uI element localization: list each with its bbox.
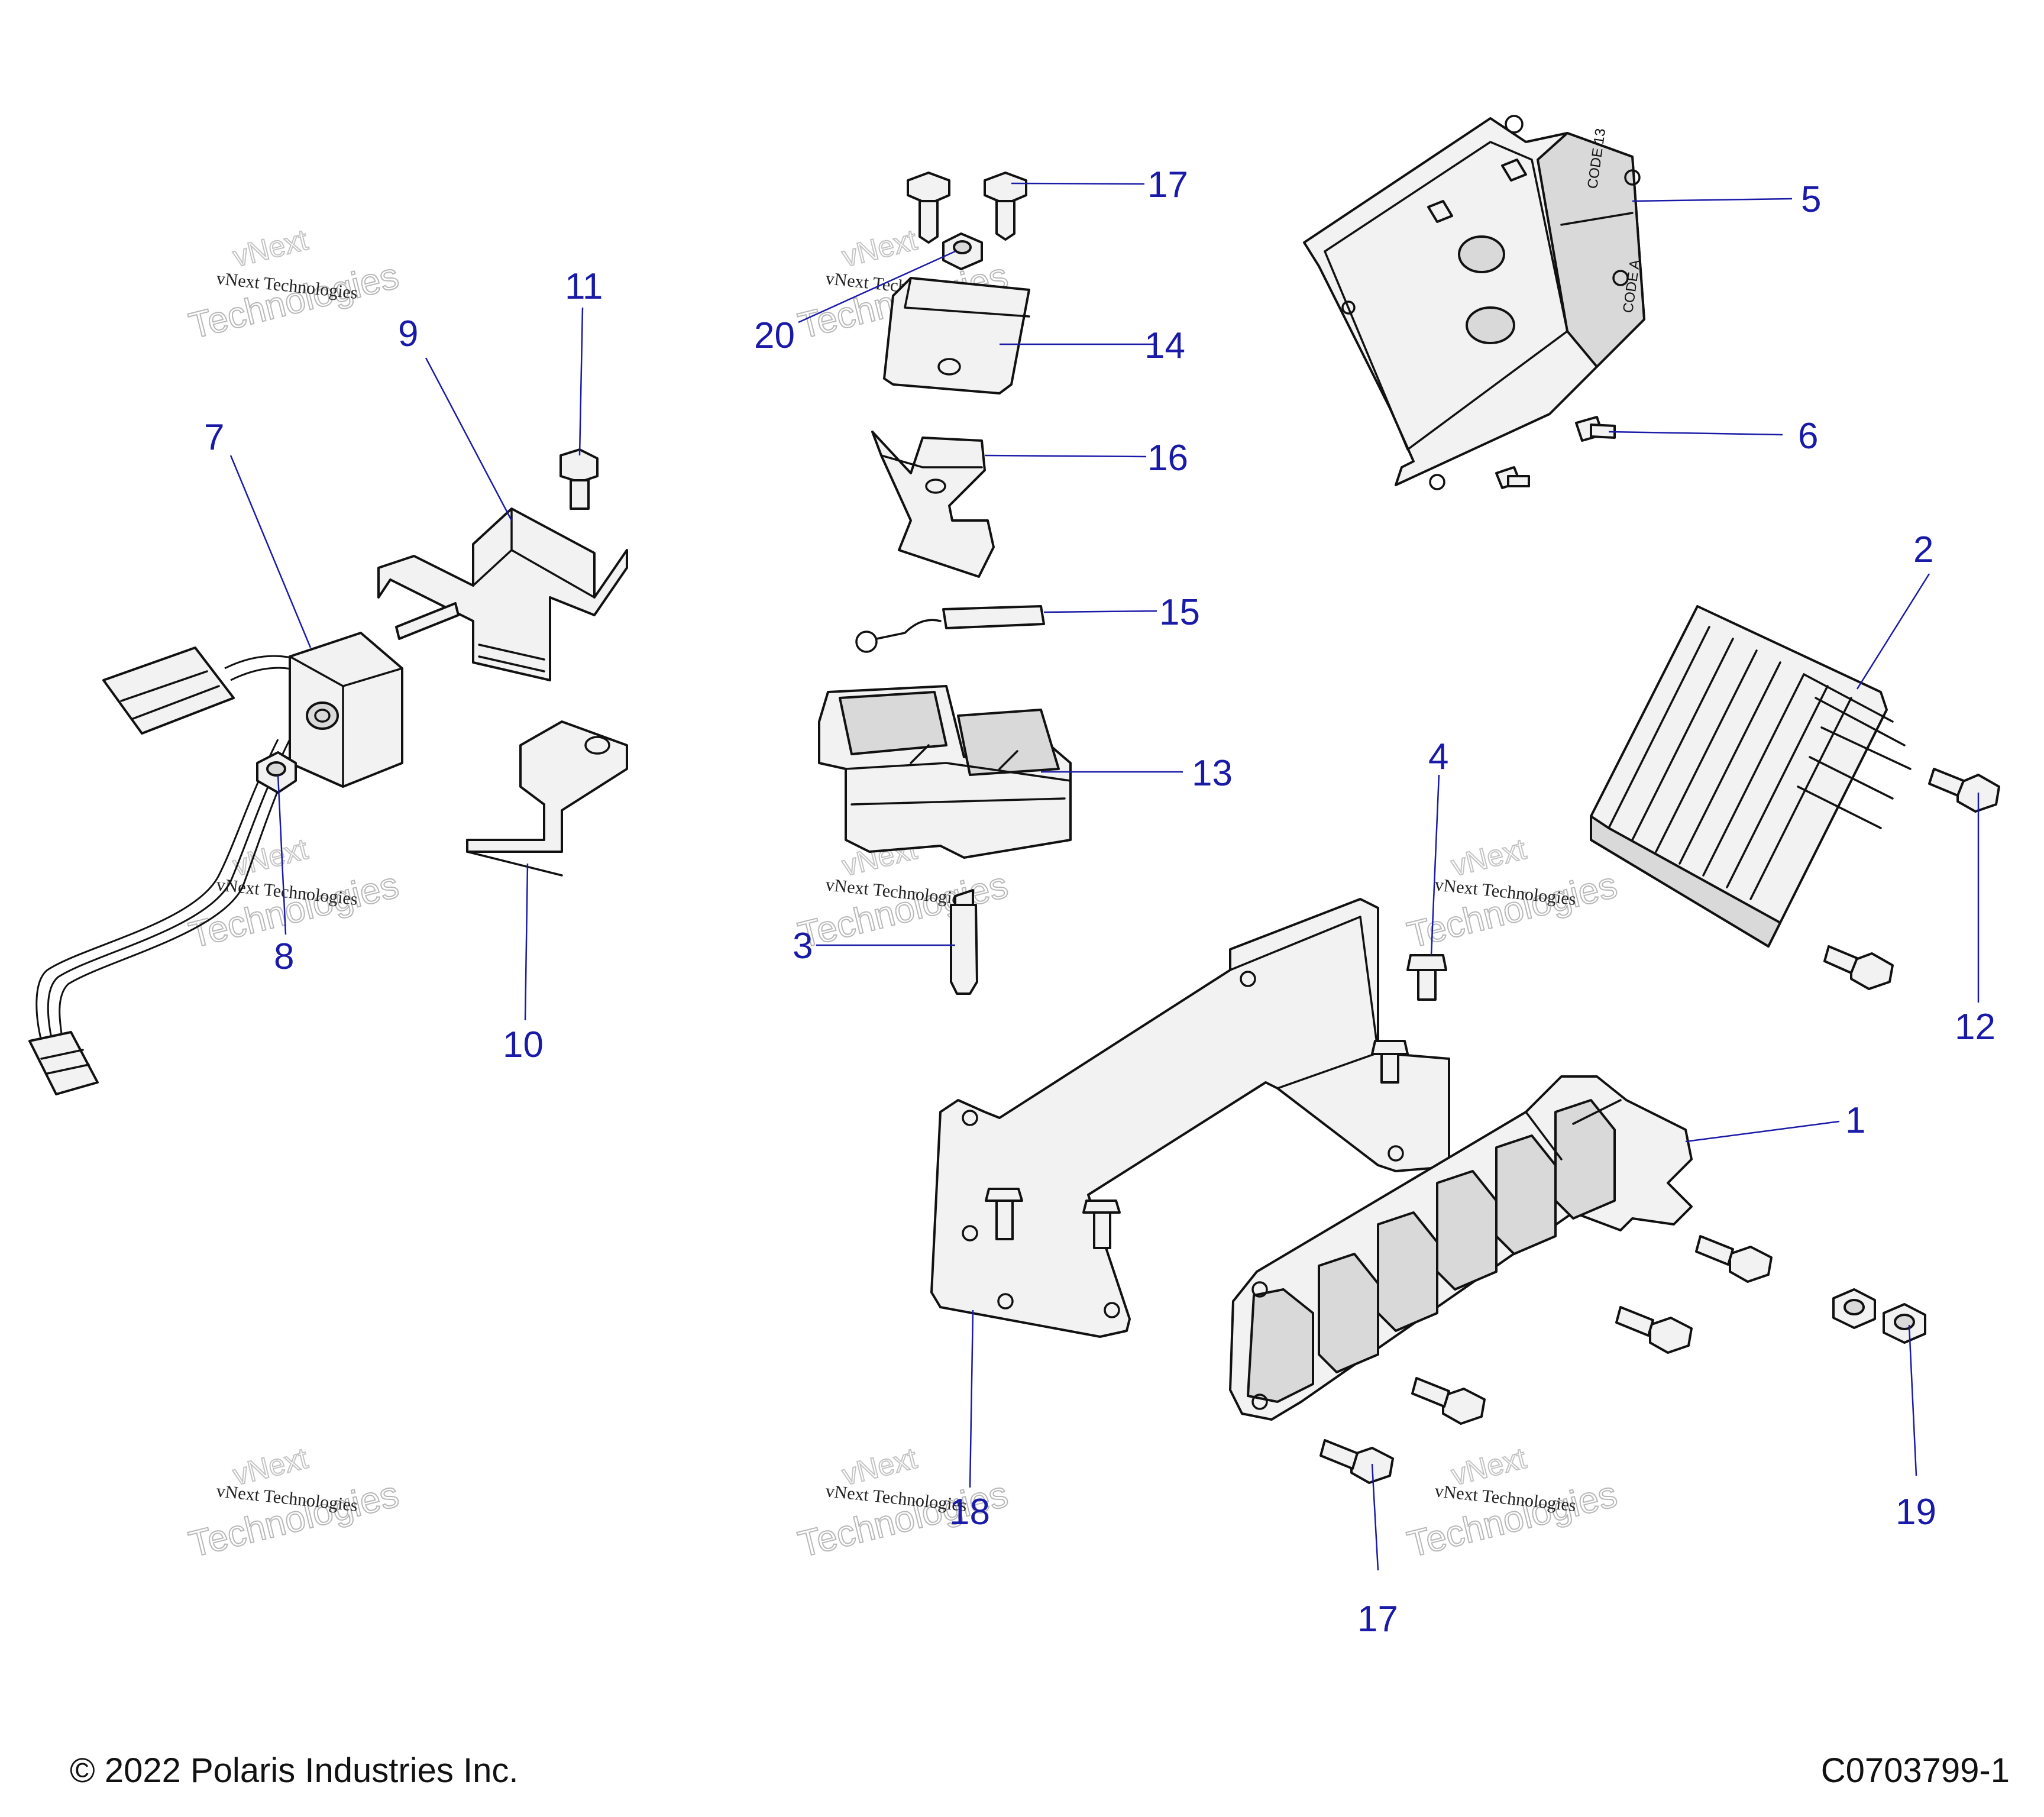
callout-11: 11 <box>565 266 603 307</box>
watermark-outline-top: vNext <box>229 223 311 273</box>
callout-5: 5 <box>1801 179 1821 220</box>
bracket-part-10 <box>466 720 628 877</box>
callout-2: 2 <box>1913 529 1933 570</box>
callout-6: 6 <box>1798 416 1818 457</box>
callout-9: 9 <box>398 313 418 354</box>
copyright-notice: © 2022 Polaris Industries Inc. <box>70 1751 519 1790</box>
watermark-1: vNext Technologies <box>185 222 403 347</box>
fuse-relay-block-part-1 <box>1229 1075 1693 1421</box>
bolt-part-17-top <box>907 172 1027 244</box>
figure-id: C0703799-1 <box>1820 1751 2010 1790</box>
leader-lines <box>229 182 1980 1571</box>
callout-3: 3 <box>793 926 813 966</box>
callout-8: 8 <box>274 936 294 977</box>
callout-7: 7 <box>204 417 224 458</box>
callout-numbers: 1 2 3 4 5 6 7 8 9 10 11 12 13 14 15 16 1… <box>204 164 1996 1640</box>
mounting-bracket-part-18 <box>930 898 1450 1338</box>
callout-18: 18 <box>949 1492 990 1533</box>
nut-part-19 <box>1832 1288 1926 1344</box>
watermark-outline-top: vNext <box>1448 832 1529 882</box>
ignition-coil-part-13 <box>818 685 1072 859</box>
callout-1: 1 <box>1845 1100 1865 1141</box>
nut-part-8 <box>256 751 297 794</box>
callout-4: 4 <box>1428 736 1448 777</box>
regulator-part-2 <box>1590 605 1912 948</box>
bracket-part-16 <box>871 431 995 578</box>
callout-20: 20 <box>754 315 795 356</box>
callout-15: 15 <box>1159 592 1200 633</box>
callout-19: 19 <box>1896 1492 1936 1533</box>
bracket-part-14 <box>883 277 1030 395</box>
bolt-part-12 <box>1823 768 2000 990</box>
callout-10: 10 <box>503 1024 544 1065</box>
callout-17-top: 17 <box>1147 164 1188 205</box>
callout-13: 13 <box>1192 753 1233 794</box>
bolt-part-17-bottom <box>1319 1235 1773 1484</box>
bolt-part-11 <box>559 448 599 510</box>
sensor-part-15 <box>855 605 1045 653</box>
callout-17-bottom: 17 <box>1357 1599 1398 1640</box>
bolt-part-3 <box>950 889 978 995</box>
watermark-outline-top: vNext <box>229 832 311 882</box>
screw-part-6 <box>1427 159 1616 489</box>
bracket-part-9 <box>377 507 628 681</box>
callout-16: 16 <box>1147 438 1188 479</box>
nut-part-20 <box>942 232 983 270</box>
watermark-outline-top: vNext <box>839 223 920 273</box>
callout-12: 12 <box>1955 1007 1996 1047</box>
ecu-module-part-5: CODE 13 CODE A <box>1303 115 1645 490</box>
callout-14: 14 <box>1144 325 1185 366</box>
stud-part-4 <box>1371 954 1447 1084</box>
wiring-harness-part-7 <box>28 632 403 1095</box>
